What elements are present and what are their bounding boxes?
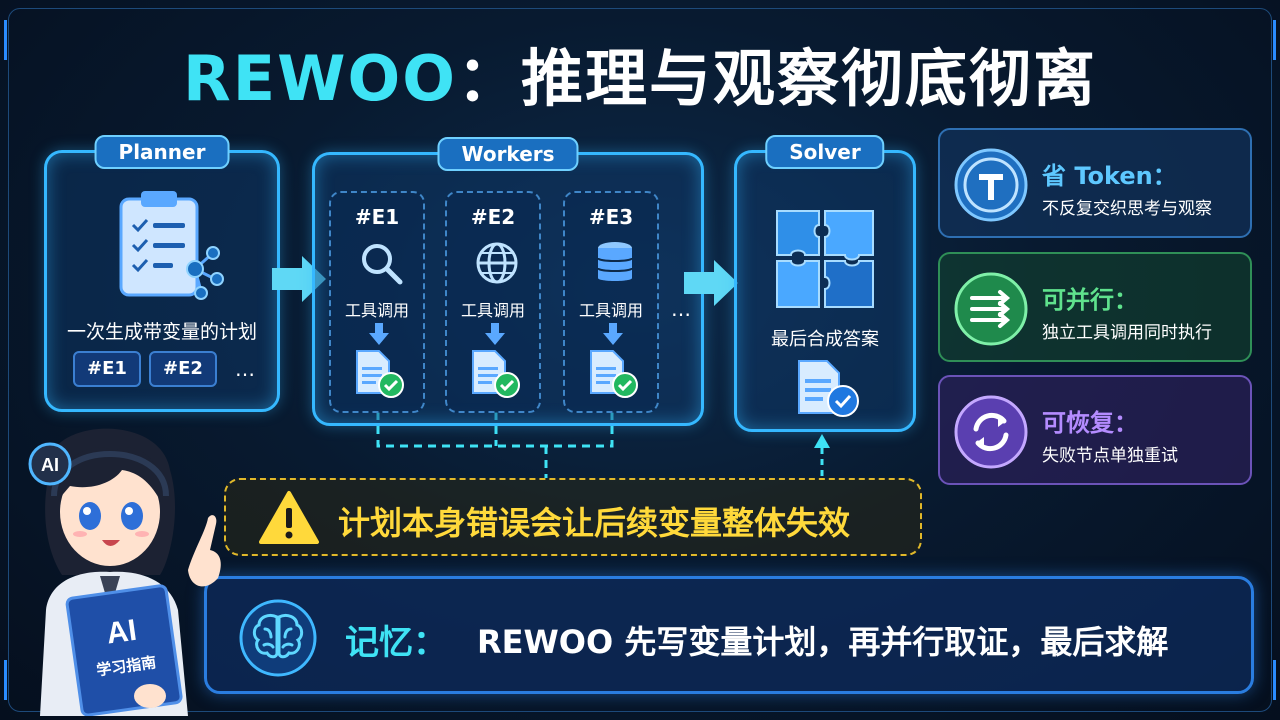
workers-panel: Workers #E1 工具调用 #E2 工具调用 — [312, 137, 704, 426]
document-check-icon — [798, 360, 859, 417]
clipboard-icon — [119, 191, 224, 300]
worker-id: #E1 — [354, 205, 400, 229]
worker-label: 工具调用 — [460, 301, 525, 320]
feature-title: 省 Token： — [1042, 162, 1177, 190]
frame-corner — [4, 20, 22, 60]
arrow-down-icon — [603, 323, 623, 345]
workers-tag: Workers — [437, 137, 579, 171]
puzzle-icon — [776, 210, 874, 308]
solver-tag: Solver — [765, 135, 885, 169]
flow-arrow-icon — [684, 260, 738, 306]
database-icon — [597, 242, 633, 281]
memory-text: REWOO 先写变量计划，再并行取证，最后求解 — [477, 623, 1169, 661]
solver-panel: Solver 最后合成答案 — [734, 135, 916, 432]
memory-banner: 记忆： REWOO 先写变量计划，再并行取证，最后求解 — [204, 576, 1254, 694]
title-accent: REWOO — [183, 42, 457, 115]
ellipsis: … — [671, 297, 691, 321]
refresh-icon — [954, 395, 1028, 469]
globe-icon — [476, 242, 518, 284]
parallel-arrows-icon — [954, 272, 1028, 346]
worker-id: #E3 — [588, 205, 634, 229]
worker-node-e1: #E1 工具调用 — [329, 191, 425, 413]
mascot-badge: AI — [41, 455, 59, 475]
warning-icon — [259, 491, 319, 544]
search-icon — [362, 244, 403, 285]
planner-panel: Planner 一次生成带变量的计划 #E1 #E2 … — [44, 135, 280, 412]
feature-title: 可并行： — [1042, 286, 1138, 314]
worker-node-e3: #E3 工具调用 — [563, 191, 659, 413]
book-title: AI — [104, 614, 138, 651]
arrow-down-icon — [485, 323, 505, 345]
document-check-icon — [590, 350, 638, 398]
feature-card-token: 省 Token： 不反复交织思考与观察 — [938, 128, 1252, 238]
planner-label: 一次生成带变量的计划 — [66, 321, 257, 343]
frame-corner — [1258, 20, 1276, 60]
ellipsis: … — [235, 357, 255, 381]
worker-label: 工具调用 — [344, 301, 409, 320]
memory-label: 记忆： — [345, 623, 447, 663]
feature-card-recover: 可恢复： 失败节点单独重试 — [938, 375, 1252, 485]
document-check-icon — [472, 350, 520, 398]
outer-frame — [8, 8, 1272, 712]
feature-subtitle: 不反复交织思考与观察 — [1042, 199, 1212, 219]
feature-subtitle: 独立工具调用同时执行 — [1042, 323, 1212, 343]
worker-id: #E2 — [470, 205, 516, 229]
title-rest: ：推理与观察彻底彻离 — [456, 42, 1097, 115]
variable-chip: #E2 — [149, 351, 217, 387]
warning-text: 计划本身错误会让后续变量整体失效 — [338, 504, 851, 542]
page-title: REWOO：推理与观察彻底彻离 — [0, 28, 1280, 118]
solver-label: 最后合成答案 — [771, 329, 879, 350]
mascot-illustration: AI AI 学习指南 — [28, 428, 221, 716]
brain-icon — [239, 599, 317, 677]
warning-banner: 计划本身错误会让后续变量整体失效 — [224, 478, 922, 556]
document-check-icon — [356, 350, 404, 398]
token-icon — [954, 148, 1028, 222]
feature-card-parallel: 可并行： 独立工具调用同时执行 — [938, 252, 1252, 362]
variable-chip: #E1 — [73, 351, 141, 387]
planner-tag: Planner — [94, 135, 230, 169]
frame-corner — [4, 660, 22, 700]
frame-corner — [1258, 660, 1276, 700]
feature-title: 可恢复： — [1042, 409, 1138, 437]
feature-subtitle: 失败节点单独重试 — [1042, 446, 1178, 466]
arrow-down-icon — [369, 323, 389, 345]
worker-label: 工具调用 — [578, 301, 643, 320]
worker-node-e2: #E2 工具调用 — [445, 191, 541, 413]
